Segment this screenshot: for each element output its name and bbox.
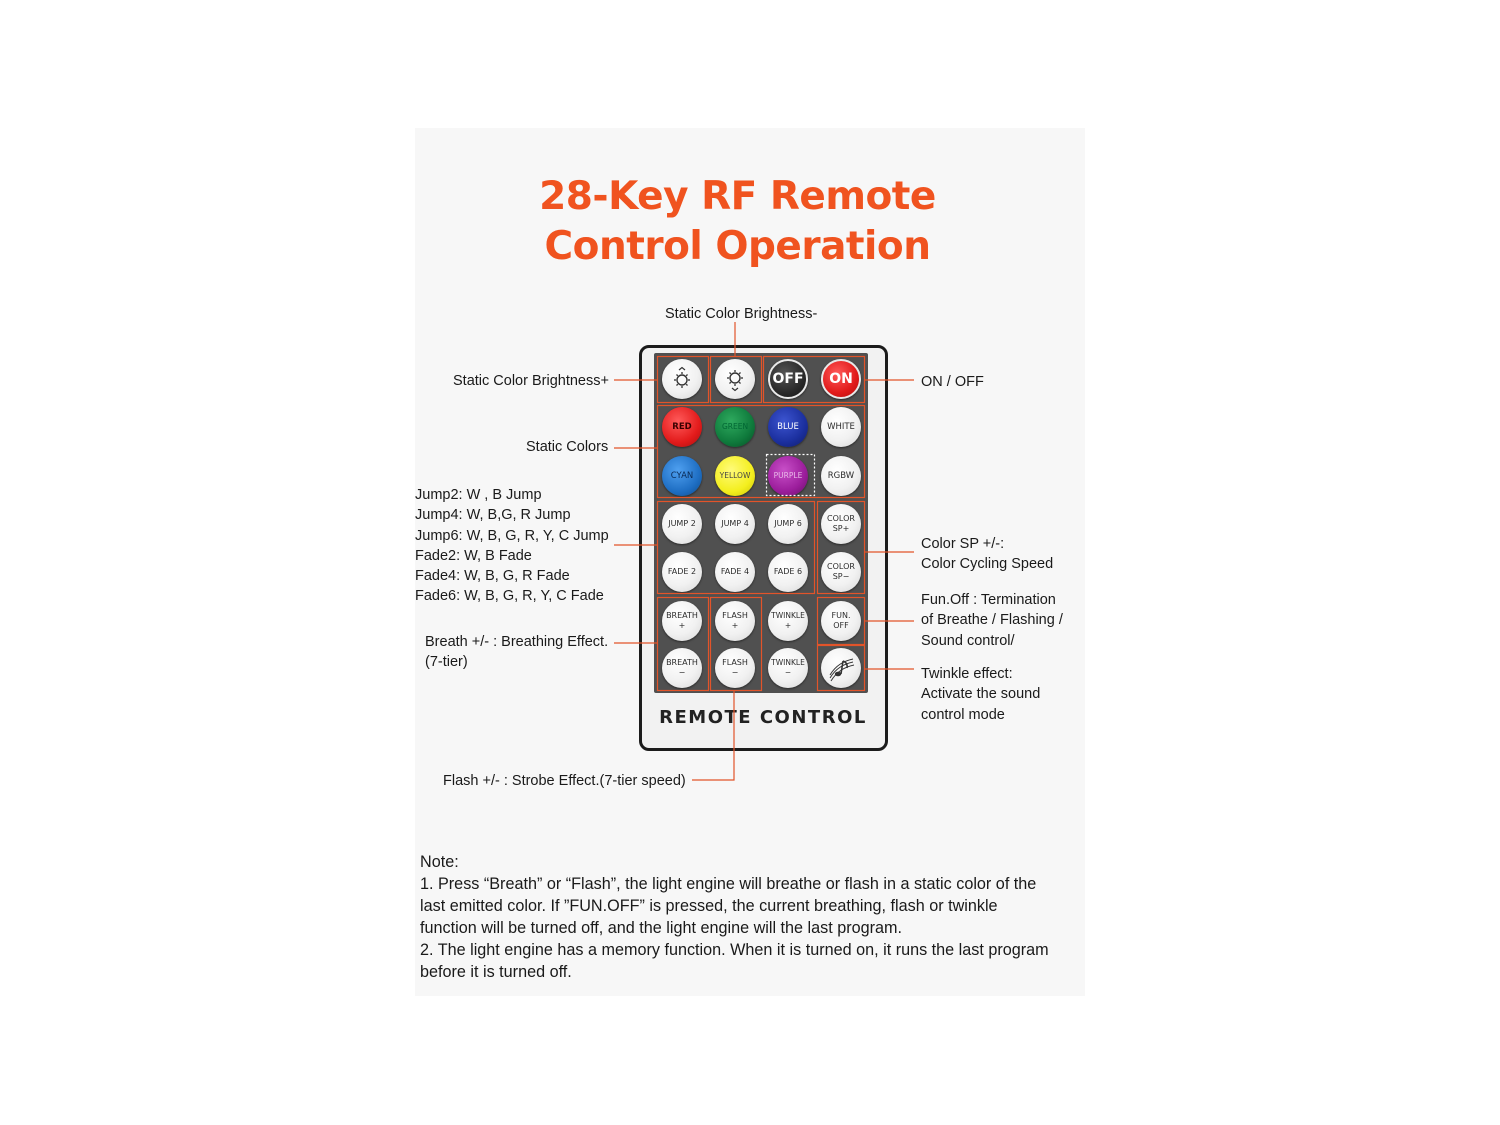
purple-dashed-box	[765, 453, 816, 497]
sun-up-icon	[674, 366, 690, 388]
breath-plus-button[interactable]: BREATH+	[662, 601, 702, 641]
yellow-button[interactable]: YELLOW	[715, 456, 755, 496]
remote-label: REMOTE CONTROL	[659, 707, 867, 728]
twinkle-plus-button[interactable]: TWINKLE+	[768, 601, 808, 641]
color-sp-plus-line1: COLOR	[827, 514, 855, 523]
jump-fade-line: Jump4: W, B,G, R Jump	[415, 507, 571, 524]
on-button[interactable]: ON	[821, 359, 861, 399]
twinkle-minus-line2: −	[784, 668, 792, 677]
flash-plus-button[interactable]: FLASH+	[715, 601, 755, 641]
twinkle-group-box	[816, 644, 866, 692]
fade4-button[interactable]: FADE 4	[715, 552, 755, 592]
breath-minus-button[interactable]: BREATH−	[662, 648, 702, 688]
note-line: function will be turned off, and the lig…	[420, 919, 903, 937]
rgbw-button[interactable]: RGBW	[821, 456, 861, 496]
label-fun-off: Fun.Off : Termination of Breathe / Flash…	[921, 590, 1063, 651]
fun-off-line2: OFF	[833, 621, 849, 630]
brightness-plus-group-box	[656, 355, 710, 404]
breath-minus-line2: −	[678, 668, 686, 677]
color-sp-line: Color SP +/-:	[921, 536, 1005, 552]
sound-mode-button[interactable]	[821, 648, 861, 688]
flash-minus-button[interactable]: FLASH−	[715, 648, 755, 688]
note-heading: Note:	[420, 853, 459, 871]
note-line: before it is turned off.	[420, 963, 572, 981]
fun-off-line: Fun.Off : Termination	[921, 592, 1056, 608]
jump-fade-line: Fade4: W, B, G, R Fade	[415, 568, 570, 585]
flash-plus-line1: FLASH	[722, 611, 748, 620]
flash-plus-line2: +	[731, 621, 739, 630]
on-off-group-box	[762, 355, 866, 404]
fun-off-group-box	[816, 596, 866, 646]
twinkle-line: control mode	[921, 706, 1005, 723]
jump4-button[interactable]: JUMP 4	[715, 504, 755, 544]
breath-plus-line2: +	[678, 621, 686, 630]
color-sp-line: Color Cycling Speed	[921, 556, 1054, 573]
music-note-icon	[829, 658, 855, 682]
red-button[interactable]: RED	[662, 407, 702, 447]
label-color-sp: Color SP +/-: Color Cycling Speed	[921, 534, 1053, 575]
fun-off-line1: FUN.	[831, 611, 851, 620]
note-line: 1. Press “Breath” or “Flash”, the light …	[420, 875, 1037, 893]
jump-fade-line: Jump6: W, B, G, R, Y, C Jump	[415, 527, 609, 544]
breath-minus-line1: BREATH	[666, 658, 698, 667]
fun-off-line: of Breathe / Flashing /	[921, 612, 1063, 629]
off-button[interactable]: OFF	[768, 359, 808, 399]
title-line-2: Control Operation	[544, 224, 931, 269]
label-static-colors: Static Colors	[526, 439, 609, 455]
title-line-1: 28-Key RF Remote	[539, 174, 936, 219]
label-jump-fade: Jump2: W , B Jump Jump4: W, B,G, R Jump …	[415, 485, 609, 607]
breath-plus-line1: BREATH	[666, 611, 698, 620]
fun-off-button[interactable]: FUN.OFF	[821, 601, 861, 641]
twinkle-plus-line2: +	[784, 621, 792, 630]
flash-group-box	[709, 596, 763, 692]
white-button[interactable]: WHITE	[821, 407, 861, 447]
static-colors-group-box	[656, 404, 866, 499]
twinkle-minus-button[interactable]: TWINKLE−	[768, 648, 808, 688]
green-button[interactable]: GREEN	[715, 407, 755, 447]
breath-line: (7-tier)	[425, 654, 468, 671]
breath-line: Breath +/- : Breathing Effect.	[425, 634, 609, 650]
label-flash: Flash +/- : Strobe Effect.(7-tier speed)	[443, 773, 686, 789]
page-title: 28-Key RF Remote Control Operation	[415, 172, 1060, 272]
fade6-button[interactable]: FADE 6	[768, 552, 808, 592]
jump-fade-line: Fade6: W, B, G, R, Y, C Fade	[415, 588, 604, 605]
label-breath: Breath +/- : Breathing Effect. (7-tier)	[425, 632, 608, 673]
sun-down-icon	[727, 370, 743, 392]
color-sp-minus-line1: COLOR	[827, 562, 855, 571]
color-sp-group-box	[816, 500, 866, 595]
jump-fade-line: Jump2: W , B Jump	[415, 487, 542, 503]
cyan-button[interactable]: CYAN	[662, 456, 702, 496]
jump-fade-group-box	[656, 500, 816, 595]
color-sp-plus-line2: SP+	[832, 524, 850, 533]
twinkle-line: Activate the sound	[921, 686, 1041, 703]
twinkle-plus-line1: TWINKLE	[771, 611, 805, 620]
fade2-button[interactable]: FADE 2	[662, 552, 702, 592]
label-brightness-minus: Static Color Brightness-	[665, 306, 818, 322]
label-brightness-plus: Static Color Brightness+	[453, 373, 609, 389]
flash-minus-line1: FLASH	[722, 658, 748, 667]
purple-button[interactable]: PURPLE	[768, 456, 808, 496]
jump-fade-line: Fade2: W, B Fade	[415, 547, 532, 564]
flash-minus-line2: −	[731, 668, 739, 677]
breath-group-box	[656, 596, 710, 692]
fun-off-line: Sound control/	[921, 632, 1015, 649]
twinkle-line: Twinkle effect:	[921, 666, 1013, 682]
label-twinkle: Twinkle effect: Activate the sound contr…	[921, 664, 1040, 725]
color-sp-minus-line2: SP−	[832, 572, 850, 581]
twinkle-minus-line1: TWINKLE	[771, 658, 805, 667]
label-on-off: ON / OFF	[921, 374, 984, 390]
jump6-button[interactable]: JUMP 6	[768, 504, 808, 544]
brightness-plus-button[interactable]	[662, 359, 702, 399]
brightness-minus-button[interactable]	[715, 359, 755, 399]
note-line: last emitted color. If ”FUN.OFF” is pres…	[420, 897, 998, 915]
brightness-minus-group-box	[709, 355, 763, 404]
note-line: 2. The light engine has a memory functio…	[420, 941, 1049, 959]
blue-button[interactable]: BLUE	[768, 407, 808, 447]
note-section: Note: 1. Press “Breath” or “Flash”, the …	[420, 851, 1080, 983]
callout-flash	[692, 690, 735, 781]
jump2-button[interactable]: JUMP 2	[662, 504, 702, 544]
